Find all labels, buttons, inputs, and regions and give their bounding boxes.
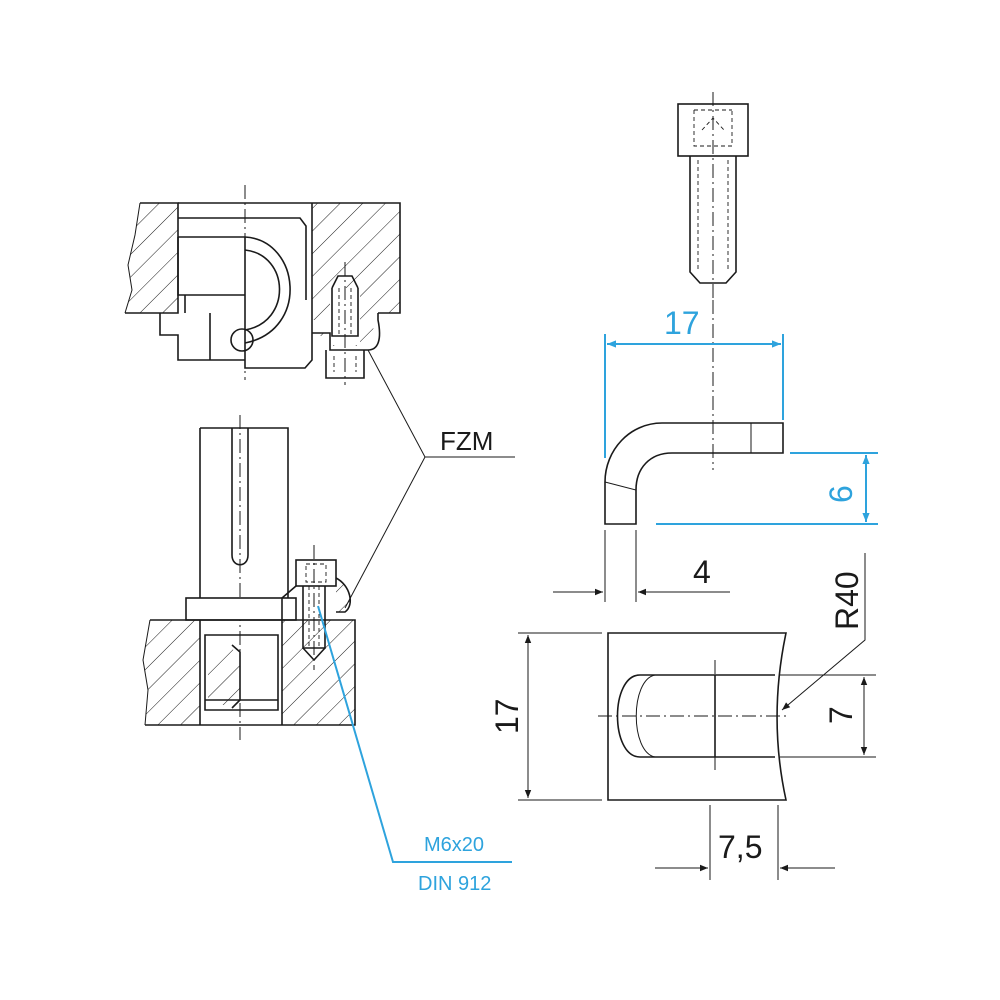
dim-top-width: [604, 334, 784, 458]
dim-slot-offset-label: 7,5: [718, 829, 762, 865]
dim-slot-width: [780, 674, 876, 758]
dim-radius-label: R40: [829, 571, 865, 630]
label-screw-standard: DIN 912: [418, 873, 491, 895]
screw-detail: [677, 92, 749, 300]
dim-top-width-label: 17: [664, 305, 700, 341]
assembly-side-view: [142, 415, 356, 740]
dim-slot-offset: [655, 805, 835, 880]
dim-thickness-label: 6: [823, 485, 859, 503]
label-screw-size: M6x20: [424, 834, 484, 856]
dim-lip-label: 4: [693, 554, 711, 590]
dim-height-label: 17: [489, 698, 525, 734]
leader-fzm: [344, 349, 515, 609]
clip-plan-view: [598, 632, 790, 801]
dim-radius: [781, 553, 866, 711]
dim-thickness: [656, 452, 878, 525]
clip-side-profile: [604, 300, 784, 525]
dim-slot-width-label: 7: [823, 706, 859, 724]
dim-height: [518, 632, 602, 801]
leader-screw: [317, 605, 512, 863]
assembly-top-view: [124, 185, 401, 385]
dim-lip: [553, 530, 730, 602]
label-fzm: FZM: [440, 426, 493, 456]
